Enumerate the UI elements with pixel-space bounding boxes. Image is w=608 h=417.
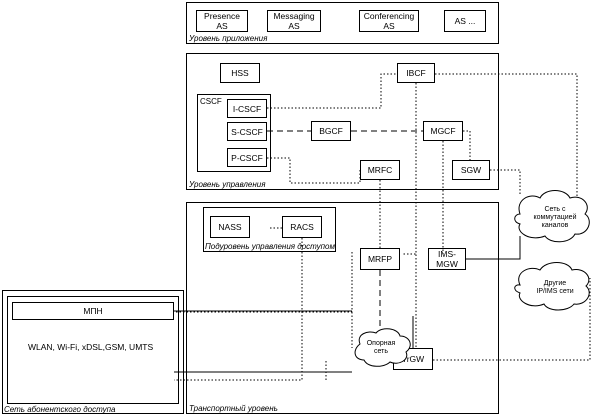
ibcf-circuit-link — [435, 73, 578, 196]
circuit-network-label: Сеть с коммутацией каналов — [533, 206, 577, 229]
ibcf-trgw-link — [402, 83, 417, 255]
conferencing-as-node: Conferencing AS — [359, 10, 419, 32]
racs-access-link — [174, 238, 303, 381]
i-cscf-ibcf-link — [267, 73, 397, 109]
mgcf-sgw-link — [463, 130, 471, 160]
mrfp-node: MRFP — [360, 248, 400, 270]
transport-layer-caption: Транспортный уровень — [189, 404, 278, 413]
presence-as-node: Presence AS — [196, 10, 248, 32]
application-layer-frame — [186, 2, 499, 44]
as-other-node: AS ... — [444, 10, 486, 32]
sgw-circuit-link — [490, 169, 521, 196]
ip-core-cloud — [354, 328, 411, 367]
control-access-link — [174, 252, 353, 313]
access-control-sublayer-frame — [203, 207, 336, 252]
subscriber-access-inner-frame — [7, 296, 179, 404]
subscriber-access-caption: Сеть абонентского доступа — [4, 405, 116, 414]
transport-layer-frame — [186, 202, 499, 414]
bgcf-node: BGCF — [311, 121, 351, 141]
other-ip-network-label: Другие IP/IMS сети — [536, 280, 574, 295]
ip-core-label: Опорная сеть — [366, 340, 396, 355]
i-cscf-node: I-CSCF — [227, 99, 267, 118]
access-control-sublayer-caption: Подуровень управления доступом — [205, 242, 335, 251]
s-cscf-node: S-CSCF — [227, 122, 267, 141]
cscf-group — [197, 94, 271, 172]
control-layer-caption: Уровень управления — [189, 180, 266, 189]
ims-mgw-node: IMS- MGW — [428, 248, 466, 270]
racs-node: RACS — [282, 216, 322, 238]
messaging-as-node: Messaging AS — [267, 10, 321, 32]
subscriber-access-outer-frame — [2, 290, 184, 414]
application-layer-caption: Уровень приложения — [189, 34, 268, 43]
hss-node: HSS — [220, 63, 260, 83]
access-technologies-label: WLAN, Wi-Fi, xDSL,GSM, UMTS — [28, 342, 154, 352]
control-layer-frame — [186, 53, 499, 190]
p-cscf-node: P-CSCF — [227, 148, 267, 167]
cscf-group-label: CSCF — [200, 97, 222, 106]
mgcf-node: MGCF — [423, 121, 463, 141]
other-ip-network-cloud — [514, 262, 590, 311]
ibcf-node: IBCF — [397, 63, 435, 83]
circuit-network-cloud — [514, 190, 590, 243]
imsmgw-circuit-link — [466, 236, 521, 260]
sgw-node: SGW — [452, 160, 490, 180]
mpn-node: МПН — [12, 302, 174, 320]
nass-node: NASS — [210, 216, 250, 238]
pcscf-mrfc-link — [267, 157, 361, 184]
